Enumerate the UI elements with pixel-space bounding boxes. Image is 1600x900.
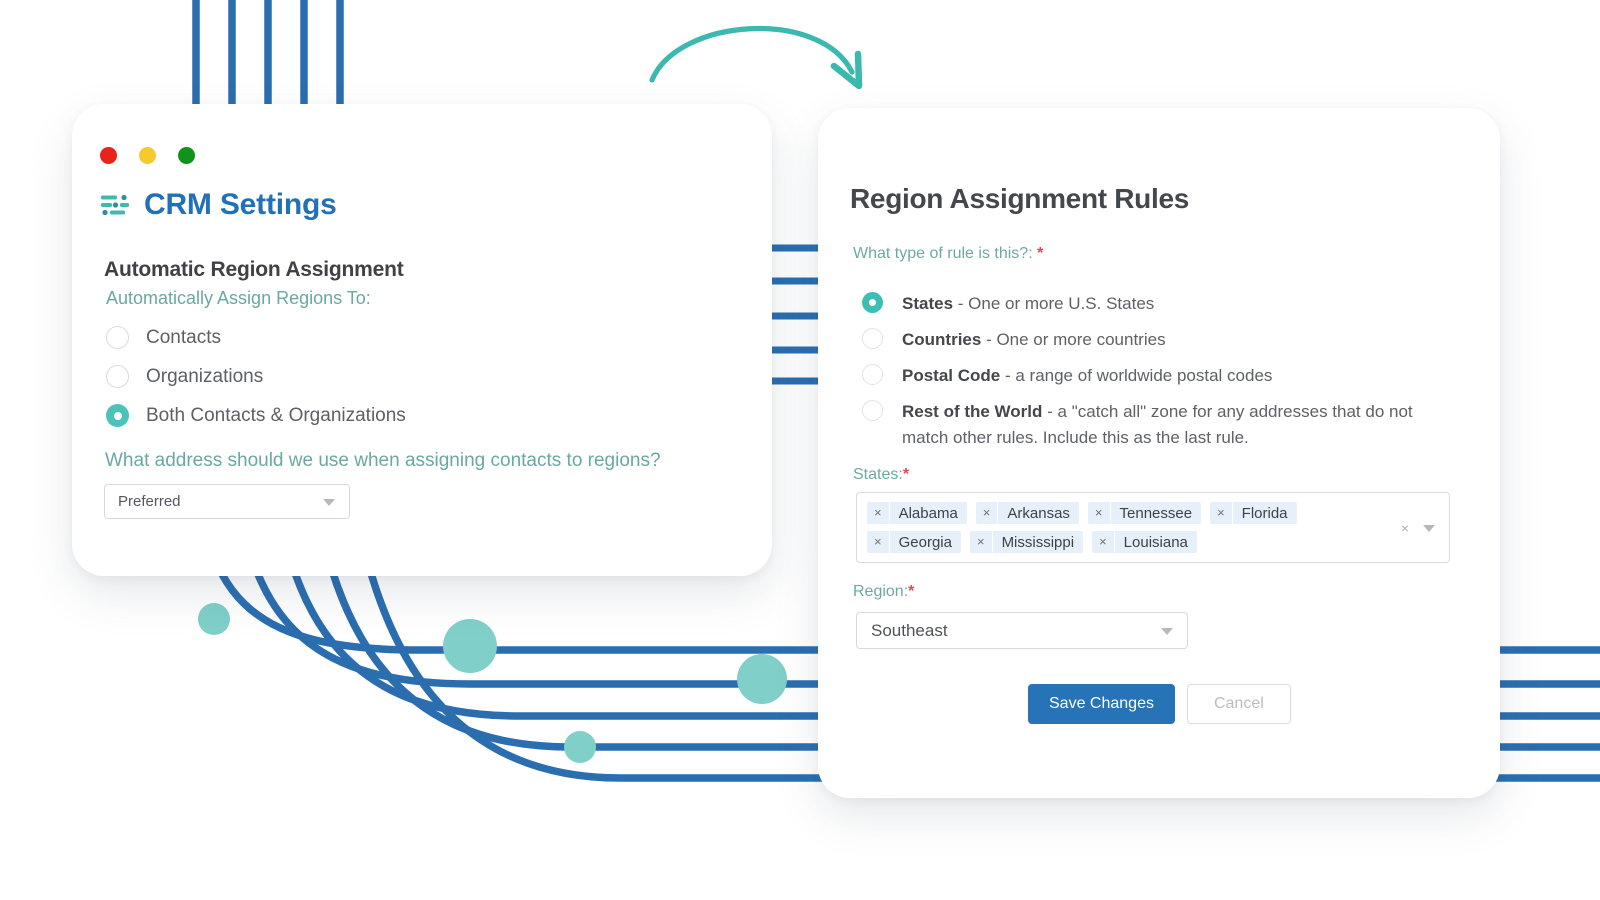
radio-icon-selected[interactable] [862,292,883,313]
maximize-dot[interactable] [178,147,195,164]
chip-label: Florida [1241,504,1288,522]
state-chip[interactable]: × Arkansas [975,502,1079,524]
rule-option-desc: - One or more countries [981,330,1166,349]
chip-remove-icon[interactable]: × [970,531,993,553]
curved-arrow-icon [649,25,852,80]
rule-option-text: Rest of the World - a "catch all" zone f… [902,399,1462,451]
chip-label: Mississippi [1001,533,1075,551]
cancel-button[interactable]: Cancel [1186,684,1291,724]
rule-option-desc: - a "catch all" zone for any addresses t… [902,402,1413,447]
chip-label: Arkansas [1007,504,1070,522]
chip-remove-icon[interactable]: × [867,502,890,524]
chip-remove-icon[interactable]: × [867,531,890,553]
state-chip[interactable]: × Florida [1210,502,1297,524]
radio-option-organizations[interactable]: Organizations [106,357,406,396]
crm-title-row: CRM Settings [100,188,337,222]
decorative-dots [198,603,787,763]
rule-type-label: What type of rule is this?: * [853,245,1043,263]
address-select[interactable]: Preferred [104,484,350,519]
section-heading: Automatic Region Assignment [104,258,404,281]
page-title: CRM Settings [144,188,337,221]
chip-remove-icon[interactable]: × [1092,531,1115,553]
close-dot[interactable] [100,147,117,164]
region-select[interactable]: Southeast [856,612,1188,649]
address-select-value: Preferred [118,493,181,510]
radio-icon[interactable] [862,328,883,349]
required-asterisk: * [902,466,910,483]
rule-option-rest-of-world[interactable]: Rest of the World - a "catch all" zone f… [862,399,1462,451]
rule-options-group: States - One or more U.S. States Countri… [862,291,1462,461]
region-label: Region:* [853,583,914,601]
assign-options-group: Contacts Organizations Both Contacts & O… [106,318,406,435]
states-multiselect[interactable]: × Alabama × Arkansas × Tennessee × Flori… [856,492,1450,563]
rule-option-desc: - One or more U.S. States [953,294,1155,313]
state-chip[interactable]: × Georgia [867,531,961,553]
panel-title: Region Assignment Rules [850,183,1189,214]
address-question-label: What address should we use when assignin… [105,450,661,471]
assign-regions-label: Automatically Assign Regions To: [106,288,371,308]
rule-option-text: States - One or more U.S. States [902,291,1154,317]
state-chip[interactable]: × Alabama [867,502,967,524]
decorative-line-segments [770,244,818,385]
states-label: States:* [853,466,909,484]
chevron-down-icon[interactable] [323,498,335,506]
rule-option-name: Countries [902,330,982,349]
rule-option-name: Postal Code [902,366,1001,385]
chevron-down-icon[interactable] [1161,627,1173,635]
close-icon[interactable]: × [1400,519,1409,536]
radio-icon-selected[interactable] [106,404,129,427]
radio-icon[interactable] [106,326,129,349]
rule-option-states[interactable]: States - One or more U.S. States [862,291,1462,317]
radio-option-both[interactable]: Both Contacts & Organizations [106,396,406,435]
rule-option-text: Countries - One or more countries [902,327,1166,353]
chip-remove-icon[interactable]: × [976,502,999,524]
radio-icon[interactable] [862,364,883,385]
region-assignment-rules-card [818,108,1500,798]
radio-label: Contacts [146,326,221,348]
rule-option-countries[interactable]: Countries - One or more countries [862,327,1462,353]
minimize-dot[interactable] [139,147,156,164]
chip-remove-icon[interactable]: × [1210,502,1233,524]
sliders-settings-icon [101,194,129,216]
radio-option-contacts[interactable]: Contacts [106,318,406,357]
window-controls [100,147,195,164]
radio-icon[interactable] [106,365,129,388]
rule-option-name: States [902,294,954,313]
radio-icon[interactable] [862,400,883,421]
rule-type-label-text: What type of rule is this?: [853,245,1033,262]
form-actions: Save Changes Cancel [1028,684,1291,724]
states-label-text: States: [853,466,903,483]
chevron-down-icon[interactable] [1423,524,1435,532]
rule-option-desc: - a range of worldwide postal codes [1000,366,1273,385]
rule-option-name: Rest of the World [902,402,1043,421]
rule-option-postal-code[interactable]: Postal Code - a range of worldwide posta… [862,363,1462,389]
region-label-text: Region: [853,583,909,600]
chip-label: Louisiana [1123,533,1188,551]
chip-label: Georgia [898,533,952,551]
save-changes-button[interactable]: Save Changes [1028,684,1175,724]
state-chip[interactable]: × Mississippi [969,531,1084,553]
chip-remove-icon[interactable]: × [1088,502,1111,524]
rule-option-text: Postal Code - a range of worldwide posta… [902,363,1272,389]
states-chip-list: × Alabama × Arkansas × Tennessee × Flori… [867,502,1391,553]
required-asterisk: * [1037,245,1044,262]
state-chip[interactable]: × Louisiana [1092,531,1197,553]
required-asterisk: * [908,583,915,600]
radio-label: Organizations [146,365,264,387]
region-select-value: Southeast [871,620,948,640]
chip-label: Alabama [898,504,958,522]
state-chip[interactable]: × Tennessee [1087,502,1202,524]
chip-label: Tennessee [1119,504,1193,522]
radio-label: Both Contacts & Organizations [146,404,406,426]
